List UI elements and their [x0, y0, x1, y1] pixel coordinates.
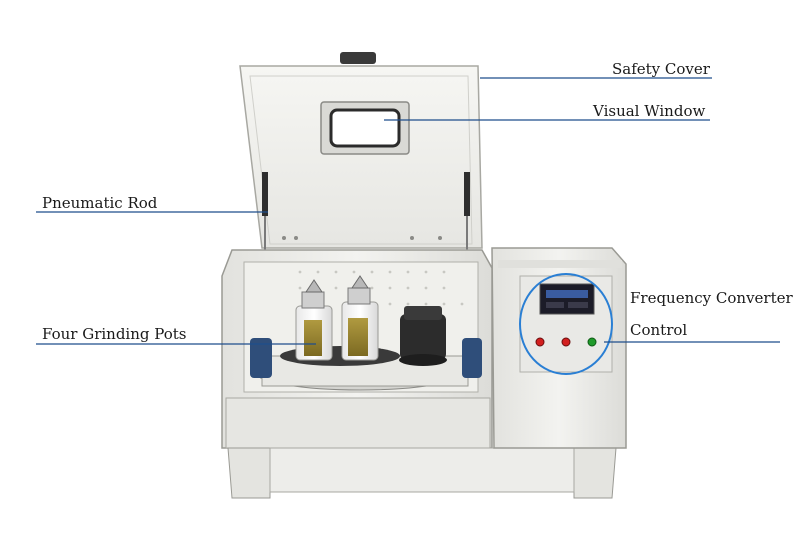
label-safety-cover: Safety Cover: [612, 60, 710, 78]
safety-cover: [239, 52, 483, 249]
control-display: [539, 283, 595, 315]
grinding-pot: [295, 279, 333, 361]
control-highlight-circle: [519, 273, 613, 375]
cover-screws: [282, 236, 442, 240]
green-button-icon: [587, 337, 597, 347]
label-four-grinding-pots: Four Grinding Pots: [42, 325, 187, 343]
label-frequency-converter-line2: Control: [630, 321, 688, 339]
red-button-icon: [561, 337, 571, 347]
label-visual-window: Visual Window: [593, 102, 706, 120]
motor-housing: [399, 306, 447, 366]
frequency-converter-control-box: [491, 247, 627, 449]
red-button-icon: [535, 337, 545, 347]
cover-handle: [340, 52, 376, 64]
four-grinding-pots: [295, 275, 447, 366]
visual-window: [320, 101, 410, 155]
pneumatic-rod: [262, 172, 470, 260]
label-frequency-converter-line1: Frequency Converter: [630, 289, 793, 307]
grinding-pot: [341, 275, 379, 361]
leader-lines: [36, 77, 780, 345]
label-pneumatic-rod: Pneumatic Rod: [42, 194, 158, 212]
